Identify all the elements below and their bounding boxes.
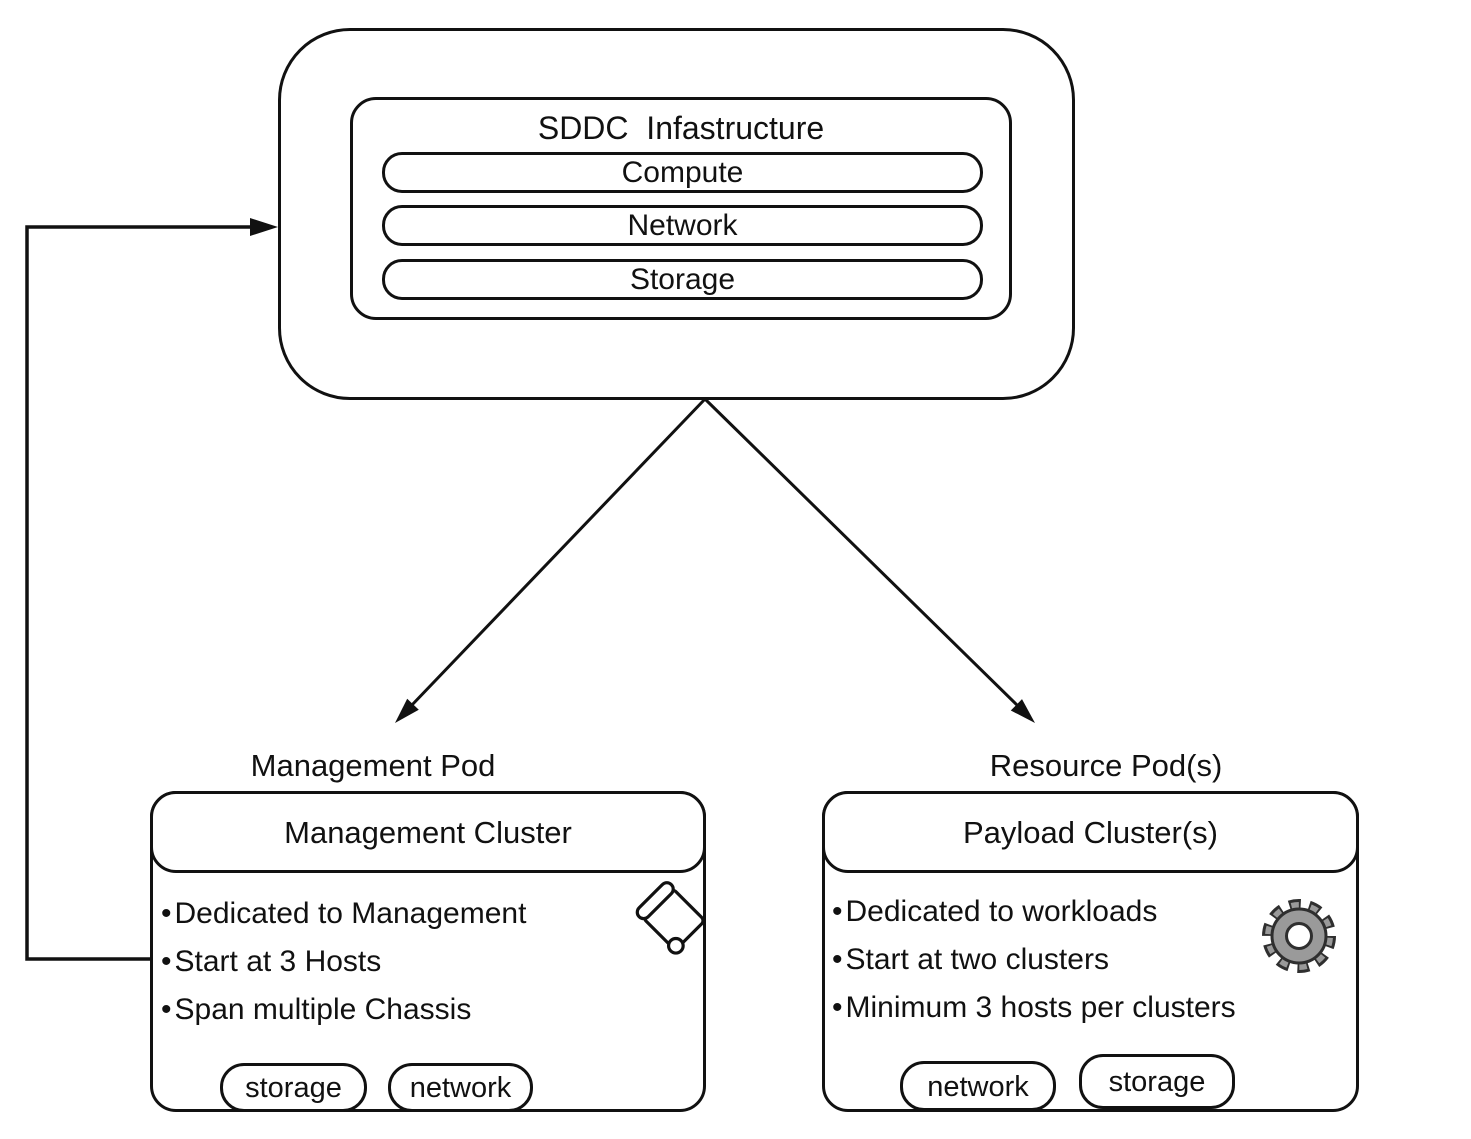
management-pod-label: Management Pod (250, 748, 496, 783)
arrowhead-down-right (1010, 699, 1035, 723)
arrowhead-right (250, 218, 278, 236)
layer-storage: Storage (382, 259, 983, 300)
payload-cluster-header: Payload Cluster(s) (822, 791, 1359, 873)
bullet-item: Dedicated to workloads (832, 888, 1236, 936)
management-bullet-list: Dedicated to Management Start at 3 Hosts… (161, 890, 527, 1034)
layer-network: Network (382, 205, 983, 246)
arrow-sddc-to-resource-pod (703, 397, 1035, 723)
feedback-arrow-management-to-sddc (25, 218, 278, 961)
management-pod-box: Management Cluster Dedicated to Manageme… (150, 791, 706, 1112)
network-pill: network (900, 1061, 1056, 1111)
resource-bullet-list: Dedicated to workloads Start at two clus… (832, 888, 1236, 1032)
bullet-item: Minimum 3 hosts per clusters (832, 984, 1236, 1032)
arrowhead-down-left (395, 698, 419, 723)
layer-compute: Compute (382, 152, 983, 193)
resource-pod-box: Payload Cluster(s) Dedicated to workload… (822, 791, 1359, 1112)
resource-pod-label: Resource Pod(s) (989, 748, 1223, 783)
network-pill: network (388, 1063, 533, 1112)
sddc-inner-box: SDDC Infastructure Compute Network Stora… (350, 97, 1012, 320)
bullet-item: Start at two clusters (832, 936, 1236, 984)
arrow-sddc-to-management-pod (395, 397, 707, 723)
sddc-title: SDDC Infastructure (537, 110, 825, 146)
sddc-infrastructure-box: SDDC Infastructure Compute Network Stora… (278, 28, 1075, 400)
bullet-item: Dedicated to Management (161, 890, 527, 938)
bullet-item: Start at 3 Hosts (161, 938, 526, 986)
management-cluster-header: Management Cluster (150, 791, 706, 873)
storage-pill: storage (220, 1063, 367, 1112)
storage-pill: storage (1079, 1054, 1235, 1109)
scroll-icon (635, 881, 705, 955)
gear-icon (1262, 899, 1336, 973)
bullet-item: Span multiple Chassis (161, 986, 526, 1034)
